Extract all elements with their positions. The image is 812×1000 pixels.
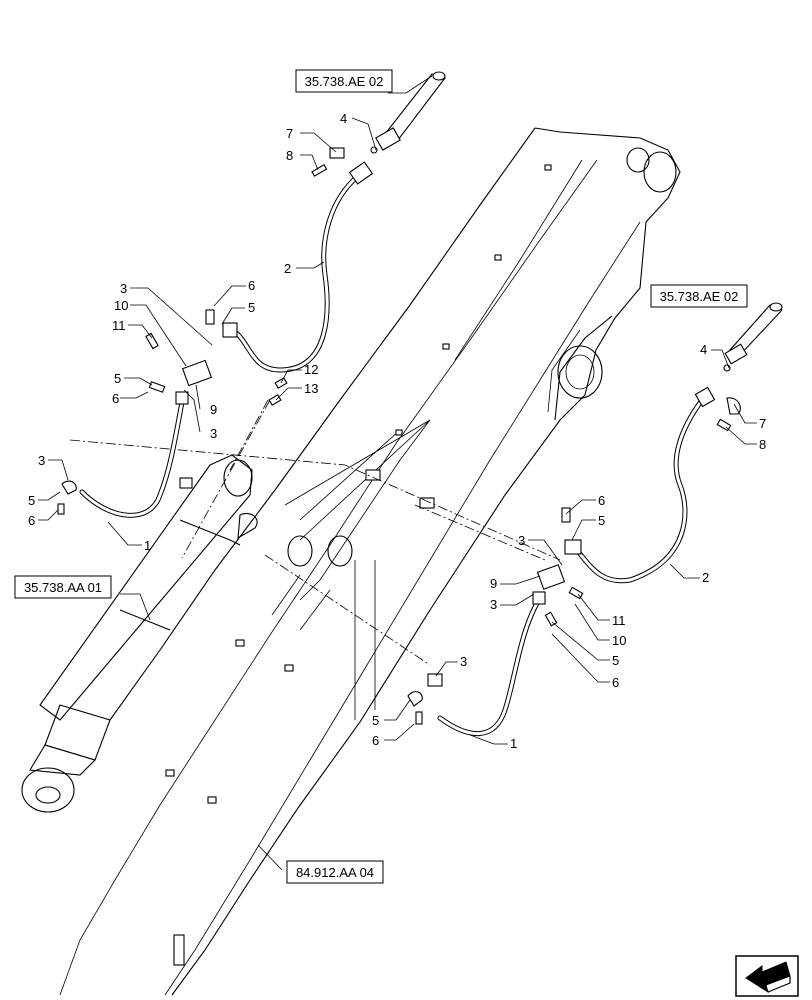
ref-label-right: 35.738.AE 02	[660, 289, 739, 304]
leader-lines	[38, 75, 757, 871]
callout-7[interactable]: 7	[286, 126, 293, 141]
callout-11[interactable]: 11	[112, 318, 126, 333]
callout-2[interactable]: 2	[284, 261, 291, 276]
arrow-back-icon[interactable]	[735, 955, 799, 997]
callout-3[interactable]: 3	[210, 426, 217, 441]
ref-label-boom: 84.912.AA 04	[296, 865, 374, 880]
callout-3[interactable]: 3	[460, 654, 467, 669]
callout-10[interactable]: 10	[612, 633, 626, 648]
callout-1[interactable]: 1	[144, 538, 151, 553]
callout-3[interactable]: 3	[518, 533, 525, 548]
ref-label-top: 35.738.AE 02	[305, 74, 384, 89]
callout-11[interactable]: 11	[612, 613, 626, 628]
callout-6[interactable]: 6	[248, 278, 255, 293]
callout-9[interactable]: 9	[210, 402, 217, 417]
callout-6[interactable]: 6	[612, 675, 619, 690]
left-hose-assembly	[57, 71, 446, 518]
callout-6[interactable]: 6	[112, 391, 119, 406]
callout-6[interactable]: 6	[28, 513, 35, 528]
boom-arm	[59, 127, 681, 996]
right-hose-assembly	[407, 302, 783, 736]
callout-8[interactable]: 8	[286, 148, 293, 163]
callout-5[interactable]: 5	[612, 653, 619, 668]
callout-5[interactable]: 5	[372, 713, 379, 728]
callout-3[interactable]: 3	[38, 453, 45, 468]
callouts-right: 4 7 8 6 5 3 2 9 3 11 10 5 6 3 5 6 1	[372, 342, 766, 751]
ref-label-cylinder: 35.738.AA 01	[24, 580, 102, 595]
callout-4[interactable]: 4	[340, 111, 347, 126]
callout-13[interactable]: 13	[304, 381, 318, 396]
callout-2[interactable]: 2	[702, 570, 709, 585]
callout-3[interactable]: 3	[120, 281, 127, 296]
callout-4[interactable]: 4	[700, 342, 707, 357]
callout-1[interactable]: 1	[510, 736, 517, 751]
callout-7[interactable]: 7	[759, 416, 766, 431]
callout-3[interactable]: 3	[490, 597, 497, 612]
ref-box-boom[interactable]: 84.912.AA 04	[286, 860, 384, 884]
callout-10[interactable]: 10	[114, 298, 128, 313]
callout-5[interactable]: 5	[598, 513, 605, 528]
center-lines	[69, 399, 561, 666]
callout-9[interactable]: 9	[490, 576, 497, 591]
callouts-left: 4 7 8 2 3 6 10 5 11 12 13 5 6 9 3 3 5 6 …	[28, 111, 347, 553]
hydraulic-cylinder	[21, 454, 258, 813]
callout-5[interactable]: 5	[248, 300, 255, 315]
ref-box-top[interactable]: 35.738.AE 02	[295, 69, 393, 93]
callout-6[interactable]: 6	[598, 493, 605, 508]
ref-box-cylinder[interactable]: 35.738.AA 01	[14, 575, 112, 599]
callout-6[interactable]: 6	[372, 733, 379, 748]
callout-5[interactable]: 5	[28, 493, 35, 508]
callout-8[interactable]: 8	[759, 437, 766, 452]
callout-5[interactable]: 5	[114, 371, 121, 386]
callout-12[interactable]: 12	[304, 362, 318, 377]
ref-box-right[interactable]: 35.738.AE 02	[650, 284, 748, 308]
